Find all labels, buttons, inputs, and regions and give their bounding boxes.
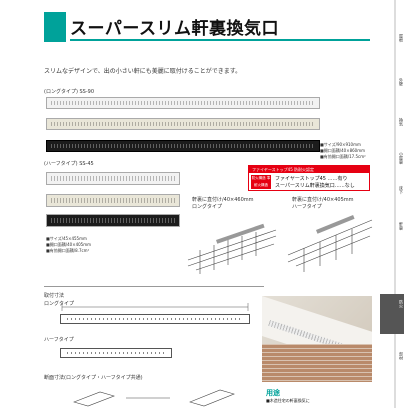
side-tab-4[interactable]: 小屋裏 xyxy=(399,152,404,164)
half-vent-ivory xyxy=(46,194,180,207)
long-type-label: (ロングタイプ) SS-90 xyxy=(44,89,95,95)
diagram-left-sub: ロングタイプ xyxy=(192,204,223,210)
intro-text: スリムなデザインで、出の小さい軒にも美麗に取付けることができます。 xyxy=(44,68,242,75)
side-index-bar xyxy=(394,0,396,408)
long-spec-opening: ■開口面積/40×860mm xyxy=(320,148,365,153)
half-type-specs: ■サイズ/45×455mm ■開口面積/40×405mm ■有効開口面積/8.7… xyxy=(46,236,91,254)
installation-photo xyxy=(262,296,372,382)
side-tab-3[interactable]: 換気 xyxy=(399,118,404,126)
title-accent-block xyxy=(44,12,66,42)
side-tab-7[interactable]: 防火 xyxy=(399,300,404,308)
section-divider xyxy=(44,286,264,287)
long-dimension-line xyxy=(61,303,249,311)
half-spec-opening: ■開口面積/40×405mm xyxy=(46,242,91,247)
half-vent-white xyxy=(46,172,180,185)
usage-mark: 用途 xyxy=(266,389,280,397)
section-dimension-label: 断面寸法(ロングタイプ・ハーフタイプ共通) xyxy=(44,375,143,381)
side-index: 屋根 外壁 換気 小屋裏 床下 軒裏 防火 部材 xyxy=(376,0,408,408)
long-vent-ivory xyxy=(46,118,320,130)
installation-diagram xyxy=(187,215,373,274)
half-spec-effective: ■有効開口面積/8.7cm² xyxy=(46,248,90,253)
side-tab-8[interactable]: 部材 xyxy=(399,352,404,360)
side-tab-1[interactable]: 屋根 xyxy=(399,34,404,42)
long-type-specs: ■サイズ/90×910mm ■開口面積/40×860mm ■有効開口面積/17.… xyxy=(320,142,366,160)
page-title: スーパースリム軒裏換気口 xyxy=(70,19,279,39)
dimensions-heading: 取付寸法 xyxy=(44,293,65,299)
side-index-active-bg xyxy=(380,294,404,334)
notice-header: ファイヤーストップ45 防耐火認定 xyxy=(249,166,369,173)
half-type-drawing xyxy=(60,348,172,358)
diagram-left-caption: 軒裏に直付け/40×460mm xyxy=(192,197,254,203)
title-underline xyxy=(70,39,370,41)
half-type-label: (ハーフタイプ) SS-45 xyxy=(44,161,94,167)
notice-line-2: スーパースリム軒裏換気口……なし xyxy=(275,183,355,189)
long-dimension-label: ロングタイプ xyxy=(44,301,75,307)
half-dimension-label: ハーフタイプ xyxy=(44,337,74,343)
long-type-drawing xyxy=(60,314,250,324)
side-tab-6[interactable]: 軒裏 xyxy=(399,222,404,230)
side-tab-5[interactable]: 床下 xyxy=(399,186,404,194)
fire-notice-box: ファイヤーストップ45 防耐火認定 防火構造 準耐火構造 ファイヤーストップ45… xyxy=(248,165,370,191)
notice-tag: 防火構造 準耐火構造 xyxy=(251,175,271,189)
long-spec-effective: ■有効開口面積/17.5cm² xyxy=(320,154,366,159)
side-tab-2[interactable]: 外壁 xyxy=(399,78,404,86)
diagram-right-caption: 軒裏に直付け/40×405mm xyxy=(292,197,354,203)
notice-line-1: ファイヤーストップ45 ……有り xyxy=(275,176,348,182)
long-spec-size: ■サイズ/90×910mm xyxy=(320,142,361,147)
usage-text: ■木造住宅の軒裏換気に xyxy=(266,398,310,403)
diagram-right-sub: ハーフタイプ xyxy=(292,204,322,210)
long-vent-white xyxy=(46,97,320,109)
half-vent-black xyxy=(46,214,180,227)
half-spec-size: ■サイズ/45×455mm xyxy=(46,236,87,241)
long-vent-black xyxy=(46,140,320,152)
section-drawing xyxy=(73,389,235,407)
